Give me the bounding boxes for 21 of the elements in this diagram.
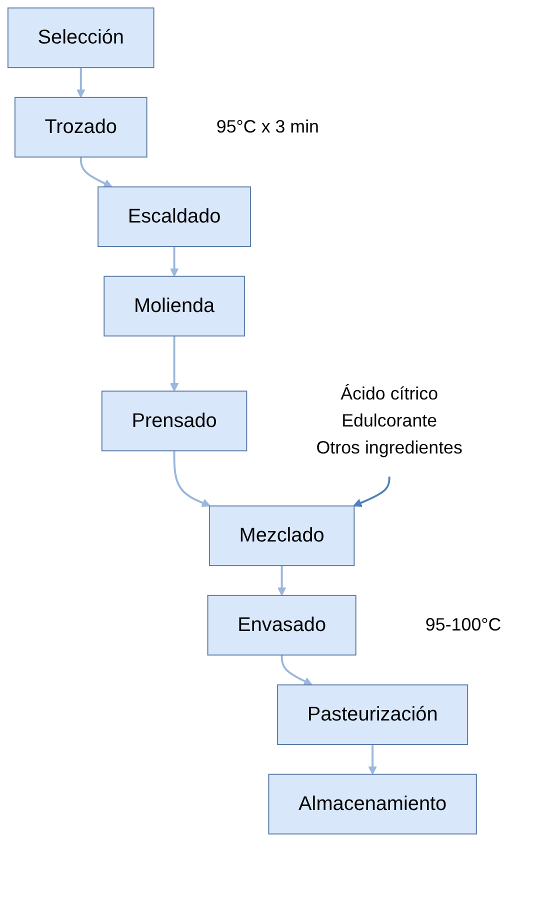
node-box: Prensado <box>101 390 248 452</box>
arrow <box>76 68 86 98</box>
arrow <box>170 246 179 277</box>
node-box: Mezclado <box>208 505 355 566</box>
node-text: Ácido cítrico Edulcorante Otros ingredientes <box>316 384 462 458</box>
node-box: Trozado <box>14 96 148 158</box>
node-label: 95-100°C <box>425 614 502 635</box>
arrow <box>80 157 112 188</box>
node-label: 95°C x 3 min <box>216 116 320 137</box>
node-box: Escaldado <box>98 186 252 248</box>
arrow <box>280 655 312 686</box>
arrow <box>368 744 377 775</box>
node-box: Almacenamiento <box>268 774 477 834</box>
arrow <box>277 566 286 596</box>
arrow <box>353 476 390 507</box>
node-box: Molienda <box>104 276 245 336</box>
node-box: Pasteurización <box>277 684 468 745</box>
node-box: Selección <box>7 7 154 68</box>
arrow <box>173 450 211 507</box>
node-box: Envasado <box>207 594 356 656</box>
arrow <box>170 336 179 392</box>
